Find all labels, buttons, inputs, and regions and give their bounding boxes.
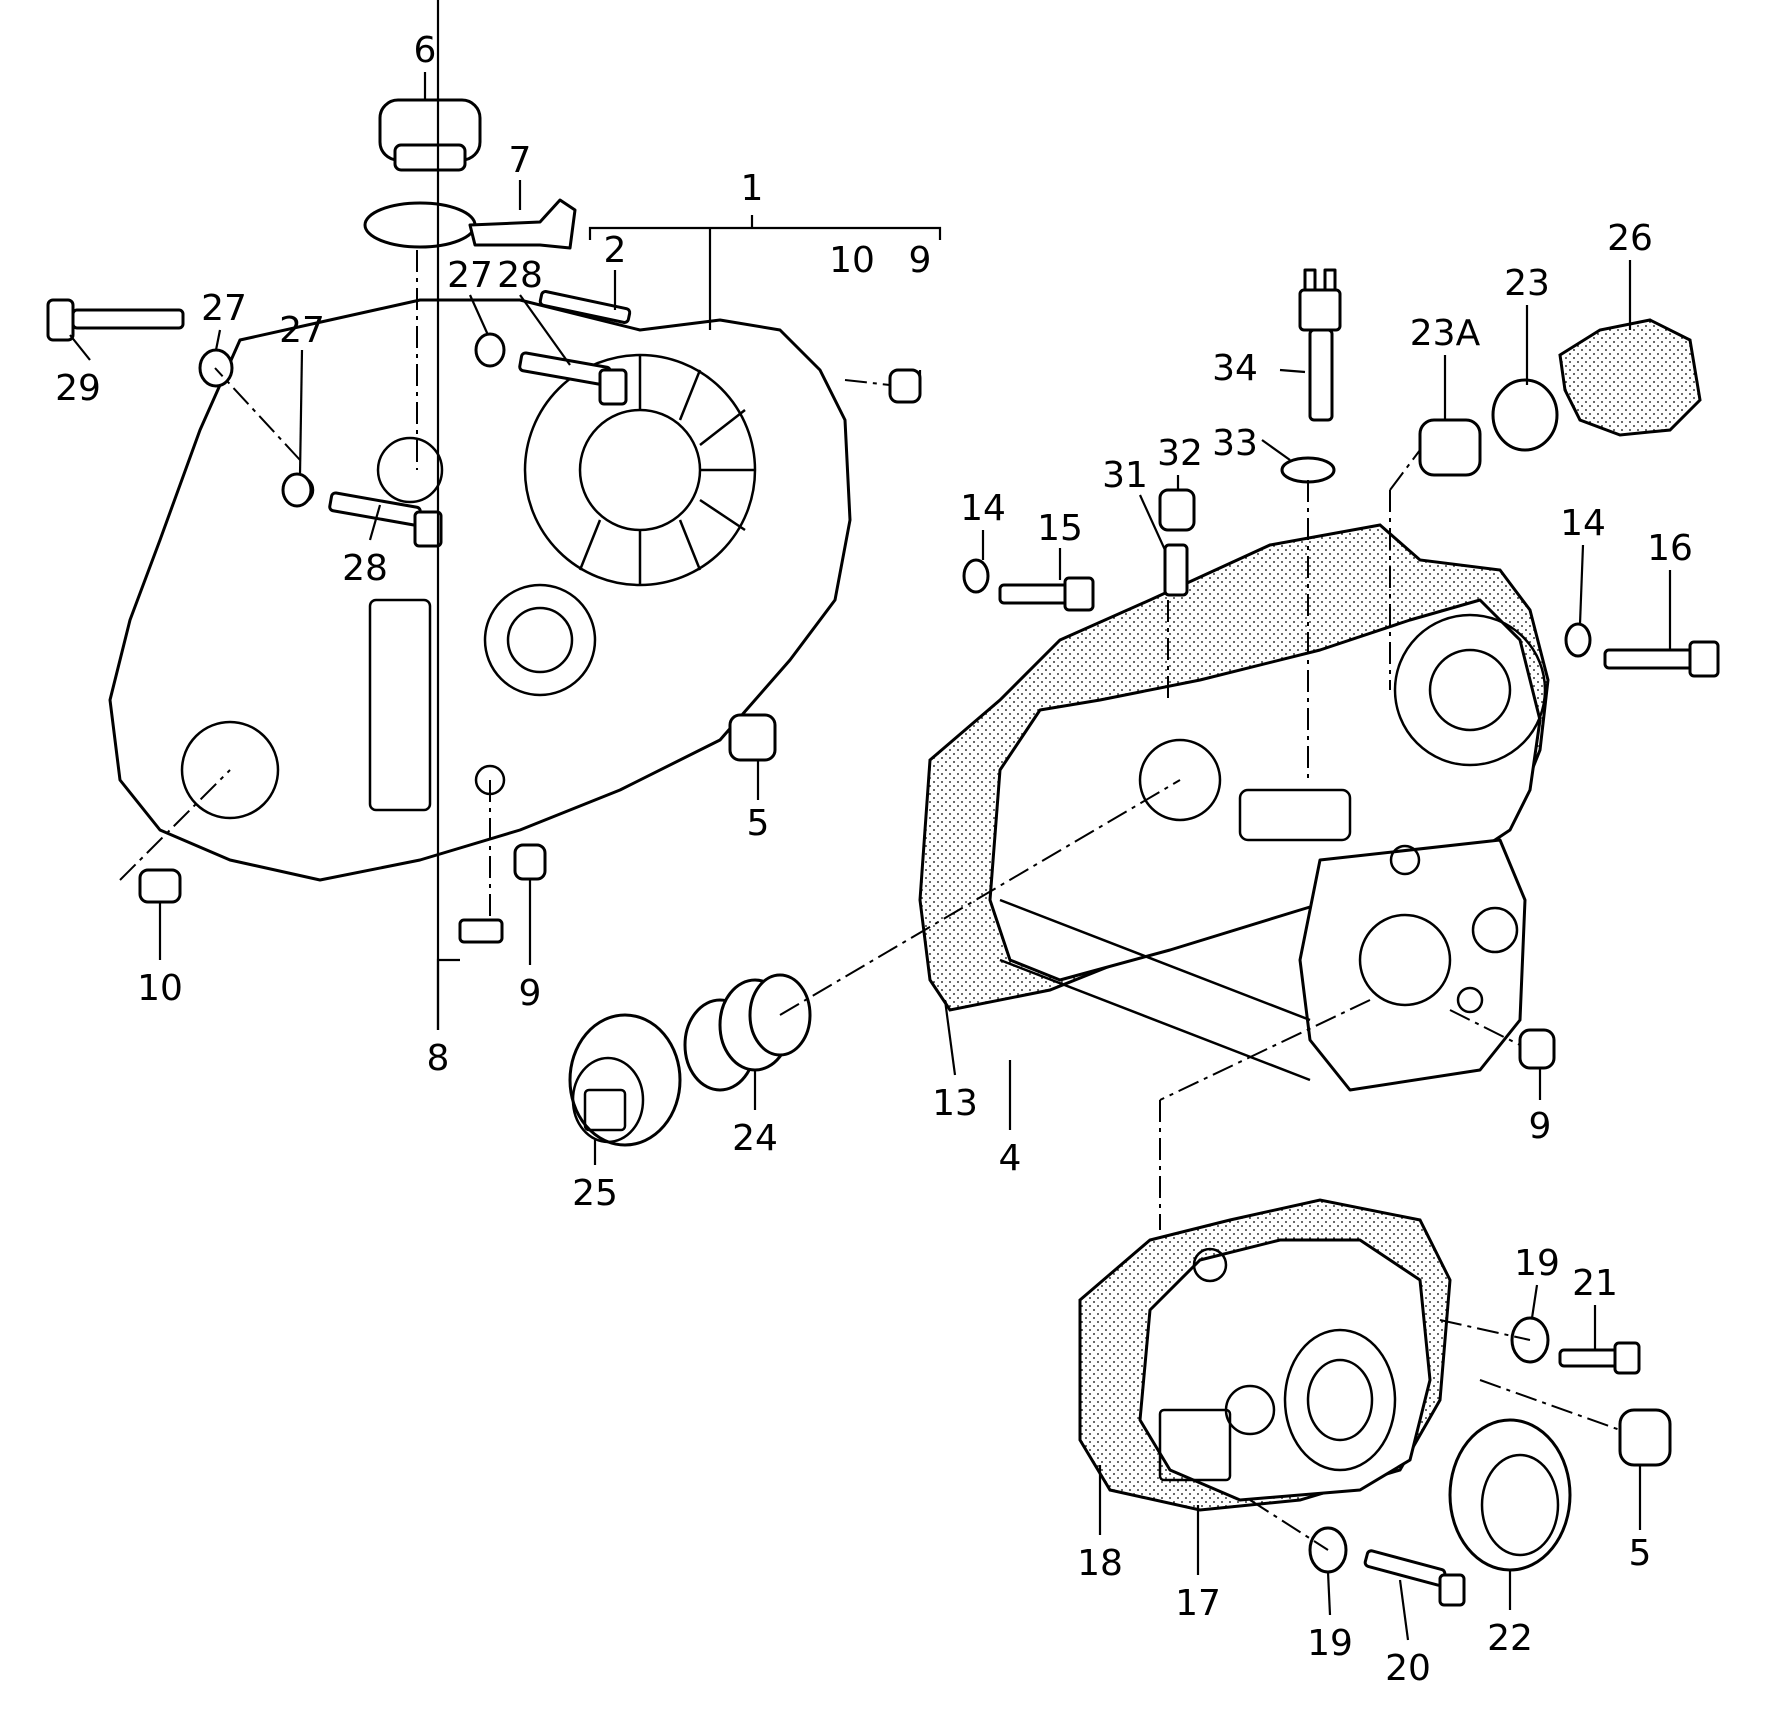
callout-1: 1 (741, 168, 764, 209)
callout-25: 25 (572, 1173, 618, 1214)
callout-24: 24 (732, 1118, 778, 1159)
part-27-washer-b (281, 472, 313, 508)
callout-10b: 10 (137, 968, 183, 1009)
part-20-bolt (1363, 1549, 1466, 1607)
leader-lines (69, 0, 1672, 1641)
callout-5b: 5 (1629, 1533, 1652, 1574)
callout-27b: 27 (279, 310, 325, 351)
callout-28a: 28 (497, 255, 543, 296)
end-cover (1078, 1198, 1452, 1512)
callout-29: 29 (55, 368, 101, 409)
callout-31: 31 (1102, 455, 1148, 496)
part-22-cap (1448, 1418, 1572, 1572)
callout-4: 4 (999, 1138, 1022, 1179)
callout-22: 22 (1487, 1618, 1533, 1659)
callout-9c: 9 (1529, 1106, 1552, 1147)
part-21-bolt (1558, 1341, 1641, 1375)
part-24-circlips (683, 973, 812, 1092)
left-transmission-housing (108, 298, 852, 882)
part-27-washer-c (474, 332, 506, 368)
part-9-sleeve-a (888, 368, 922, 404)
callout-14a: 14 (960, 488, 1006, 529)
part-15-bolt (998, 576, 1095, 612)
part-28-bolt-b (328, 491, 443, 548)
part-23-seal (1491, 378, 1559, 452)
part-25-drive-flange (568, 1013, 682, 1147)
callout-13: 13 (932, 1083, 978, 1124)
part-5-plug-a (728, 713, 777, 762)
part-16-bolt (1603, 640, 1720, 678)
part-6-filler-plug (378, 98, 482, 172)
callout-16: 16 (1647, 528, 1693, 569)
part-32-cap (1158, 488, 1196, 532)
callout-27a: 27 (201, 288, 247, 329)
part-29-bolt (46, 298, 185, 342)
callout-5a: 5 (747, 803, 770, 844)
callout-33: 33 (1212, 423, 1258, 464)
part-14-washer-a (962, 558, 990, 594)
callout-20: 20 (1385, 1648, 1431, 1689)
part-26-boot (1558, 318, 1702, 437)
callout-19a: 19 (1514, 1243, 1560, 1284)
part-9-sleeve-c (1518, 1028, 1556, 1070)
callout-19b: 19 (1307, 1623, 1353, 1664)
part-9-sleeve-b (513, 843, 547, 881)
callout-10a: 10 (829, 240, 875, 281)
part-34-switch (1298, 268, 1342, 422)
callout-26: 26 (1607, 218, 1653, 259)
callout-2: 2 (604, 230, 627, 271)
callout-32: 32 (1157, 433, 1203, 474)
part-14-washer-b (1564, 622, 1592, 658)
gearbox-housing (918, 523, 1550, 1092)
part-31-pin (1163, 543, 1189, 597)
callout-27c: 27 (447, 255, 493, 296)
part-2-stud (538, 290, 632, 324)
callout-labels: 1 2 4 5 5 6 7 8 9 9 9 10 10 13 14 14 15 … (55, 30, 1693, 1689)
assembly-axes (119, 250, 1621, 1551)
callout-28b: 28 (342, 548, 388, 589)
part-10-dowel (138, 868, 182, 904)
callout-6: 6 (414, 30, 437, 71)
callout-15: 15 (1037, 508, 1083, 549)
part-23a-sleeve (1418, 418, 1482, 477)
callout-34: 34 (1212, 348, 1258, 389)
part-28-bolt-a (518, 351, 628, 406)
callout-17: 17 (1175, 1583, 1221, 1624)
callout-9a: 9 (909, 240, 932, 281)
callout-14b: 14 (1560, 503, 1606, 544)
callout-23: 23 (1504, 263, 1550, 304)
part-5-plug-b (1618, 1408, 1672, 1467)
callout-21: 21 (1572, 1263, 1618, 1304)
part-33-o-ring (1280, 456, 1336, 484)
callout-9b: 9 (519, 973, 542, 1014)
callout-7: 7 (509, 140, 532, 181)
callout-18: 18 (1077, 1543, 1123, 1584)
callout-23a: 23A (1410, 313, 1481, 354)
callout-8: 8 (427, 1038, 450, 1079)
part-7-bracket (363, 198, 577, 250)
part-8-key (458, 918, 504, 944)
